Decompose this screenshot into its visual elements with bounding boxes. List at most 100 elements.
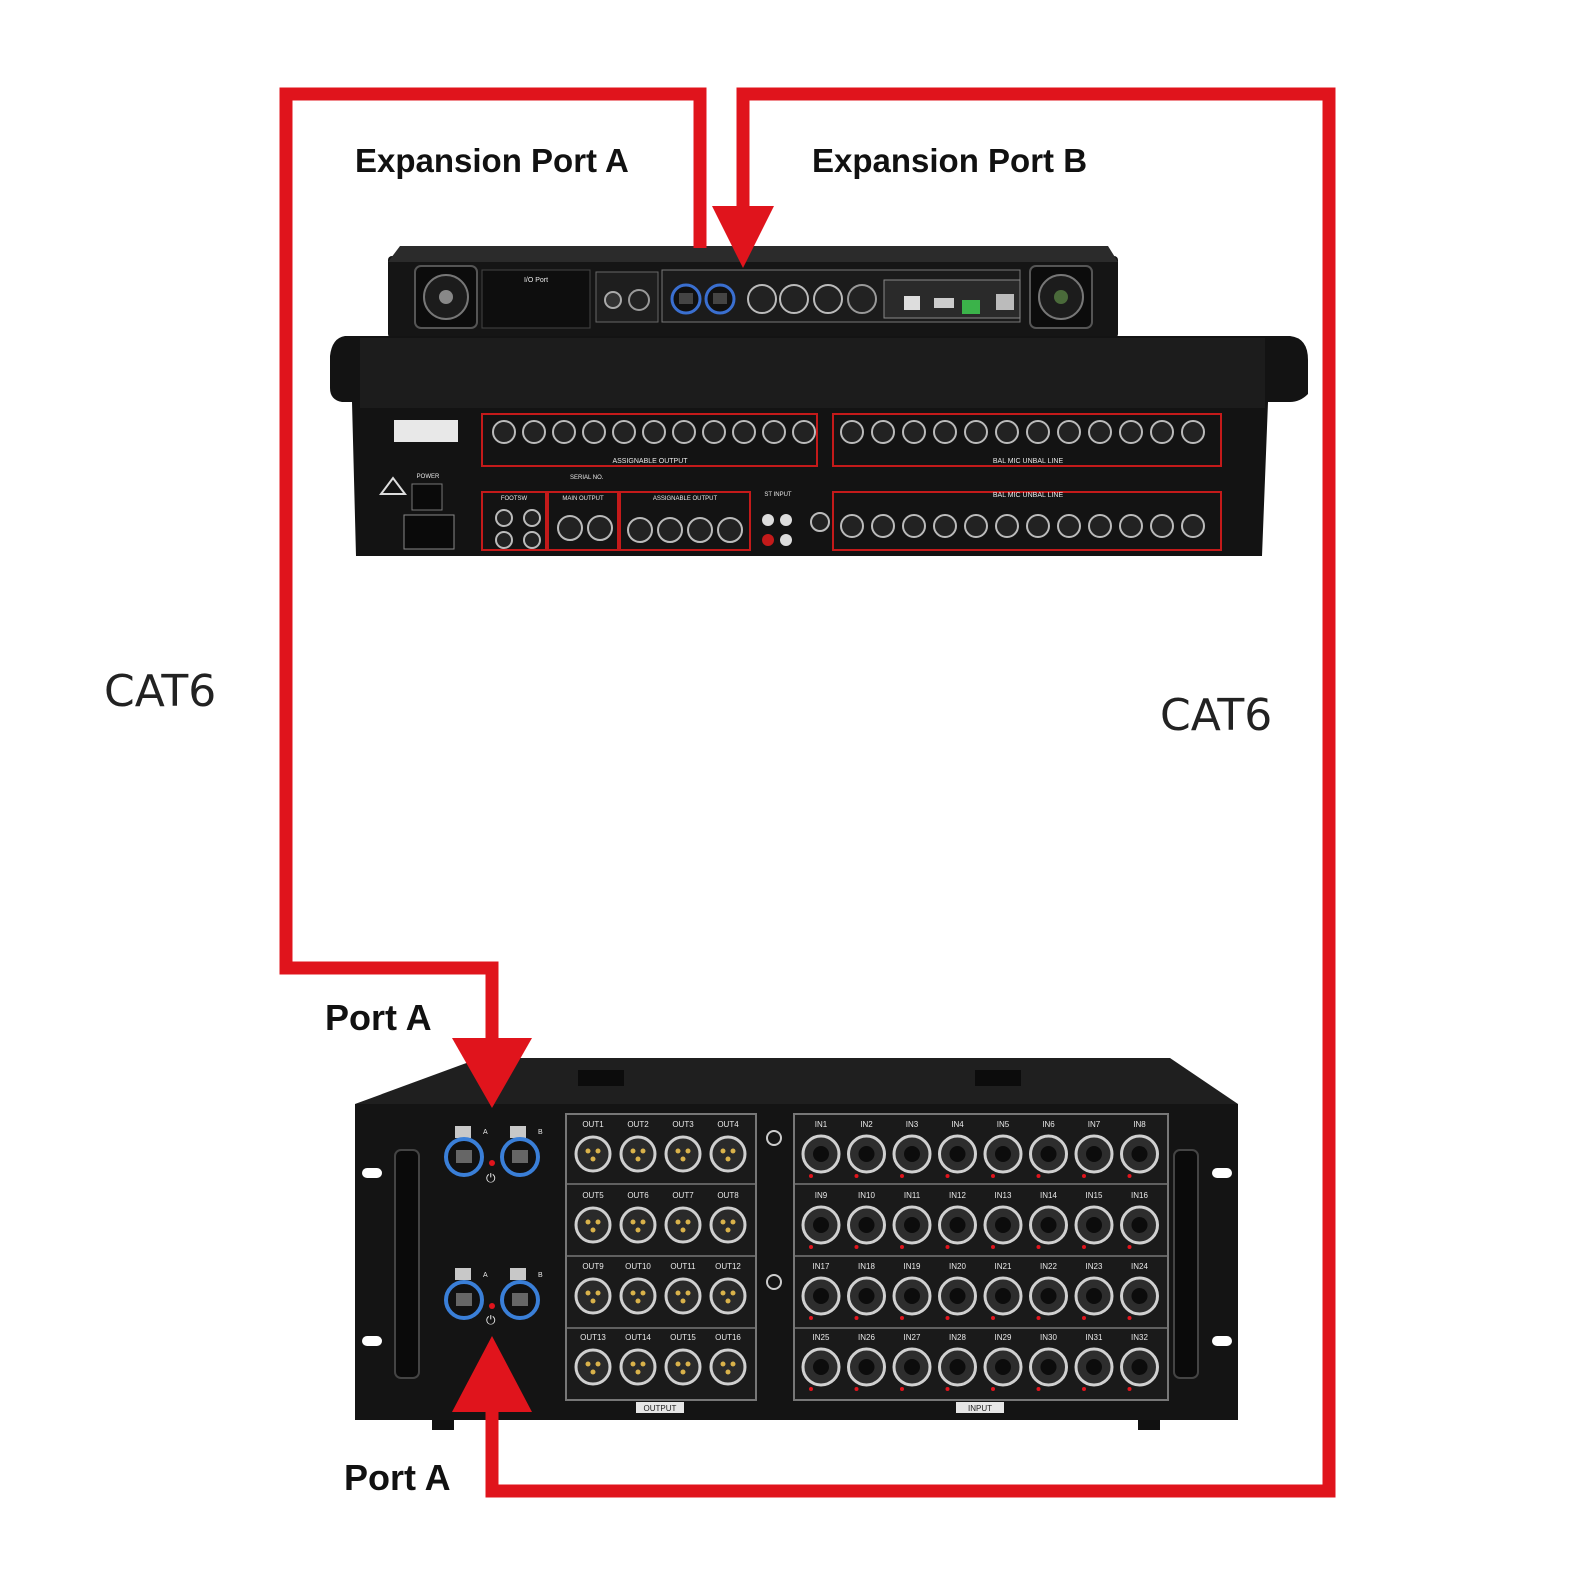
output-channel-label: OUT12 [715,1262,741,1271]
jack-socket-icon [858,1359,875,1375]
xlr-pin-icon [730,1148,736,1154]
output-channel-label: OUT11 [670,1262,696,1271]
xlr-output-jack [709,1277,747,1315]
xlr-pin-icon [635,1227,641,1233]
phantom-led-icon [809,1316,813,1320]
phantom-led-icon [945,1316,950,1320]
combo-jack-icon [964,420,988,444]
input-channel-label: IN11 [904,1191,921,1200]
input-channel-label: IN10 [858,1191,875,1200]
combo-jack-icon [1150,420,1174,444]
output-channel-label: OUT8 [717,1191,739,1200]
phantom-led-icon [900,1316,904,1320]
xlr-jack-icon [747,284,777,314]
power-icon: ⏻ [486,1313,496,1327]
cat6-cable-right [485,87,1336,1498]
output-channel-label: OUT16 [715,1333,741,1342]
footsw-bank: FOOTSW [481,491,547,551]
input-channel-label: IN16 [1131,1191,1148,1200]
xlr-pin-icon [595,1148,601,1154]
combo-jack-icon [1119,514,1143,538]
output-channel-label: OUT10 [625,1262,651,1271]
xlr-pin-icon [635,1369,641,1375]
jack-socket-icon [995,1359,1011,1375]
jack-socket-icon [813,1146,829,1162]
input-channel-label: IN22 [1040,1262,1057,1271]
vent-icon [578,1070,624,1086]
footsw-label: FOOTSW [501,496,528,502]
mixer-top-bevel [388,246,1118,262]
input-section-label: INPUT [968,1404,992,1413]
foot-icon [432,1420,454,1430]
xlr-pin-icon [640,1361,646,1367]
xlr-pin-icon [590,1227,596,1233]
power-icon: ⏻ [486,1171,496,1185]
input-channel-label: IN23 [1086,1262,1103,1271]
network-ports-lower: A B ⏻ [444,1268,543,1327]
combo-jack-icon [1057,420,1081,444]
xlr-pin-icon [685,1361,691,1367]
xlr-output-jack [709,1348,747,1386]
xlr-output-jack [709,1206,747,1244]
expansion-port-a-label: Expansion Port A [355,142,629,179]
jack-socket-icon [813,1288,829,1304]
st-input-bank: ST INPUT [762,492,830,546]
combo-jack-icon [1150,514,1174,538]
combo-jack-icon [902,514,926,538]
combo-jack-icon [995,420,1019,444]
xlr-pin-icon [680,1298,686,1304]
main-output-label: MAIN OUTPUT [562,496,604,502]
combo-jack-icon [902,420,926,444]
aux-output-bank: ASSIGNABLE OUTPUT [481,413,818,467]
foot-icon [1138,1420,1160,1430]
midi-jack-icon [847,284,877,314]
xlr-pin-icon [675,1148,681,1154]
phones-knob-icon [628,289,650,311]
jack-socket-icon [904,1217,920,1233]
output-channel-label: OUT6 [627,1191,649,1200]
mixer-top-surface [360,338,1265,408]
combo-jack-icon [1057,514,1081,538]
jack-socket-icon [1131,1217,1148,1233]
phantom-led-icon [991,1316,995,1320]
assignable-output-lower-label: ASSIGNABLE OUTPUT [653,496,718,502]
xlr-jack-icon [779,284,809,314]
xlr-pin-icon [720,1148,726,1154]
xlr-pin-icon [635,1156,641,1162]
xlr-output-jack [574,1206,612,1244]
phantom-led-icon [945,1387,950,1391]
phantom-led-icon [854,1245,859,1249]
jack-socket-icon [858,1288,875,1304]
xlr-pin-icon [590,1369,596,1375]
jack-socket-icon [949,1359,966,1375]
xlr-pin-icon [585,1290,591,1296]
jack-socket-icon [904,1359,920,1375]
rack-hole-icon [362,1168,382,1178]
io-card-label: I/O Port [524,277,548,284]
output-channel-label: OUT3 [672,1120,694,1129]
st-input-label: ST INPUT [764,492,792,498]
arrow-down-expansion-b-icon [712,206,774,268]
combo-jack-icon [933,420,957,444]
combo-jack-icon [1026,420,1050,444]
xlr-output-jack [664,1277,702,1315]
phantom-led-icon [1127,1316,1132,1320]
output-channel-label: OUT15 [670,1333,696,1342]
jack-socket-icon [858,1146,875,1162]
xlr-pin-icon [675,1290,681,1296]
xlr-output-jack [619,1277,657,1315]
xlr-jack-icon [732,420,756,444]
phantom-led-icon [900,1387,904,1391]
jack-socket-icon [1086,1359,1102,1375]
phantom-led-icon [1036,1316,1041,1320]
xlr-jack-icon [792,420,816,444]
xlr-pin-icon [640,1148,646,1154]
jack-socket-icon [1131,1146,1148,1162]
power-switch [411,483,443,511]
serial-label: SERIAL NO. [570,475,604,481]
phantom-led-icon [1082,1387,1086,1391]
jack-socket-icon [813,1217,829,1233]
xlr-pin-icon [585,1361,591,1367]
input-channel-label: IN9 [815,1191,828,1200]
input-channel-label: IN25 [813,1333,830,1342]
